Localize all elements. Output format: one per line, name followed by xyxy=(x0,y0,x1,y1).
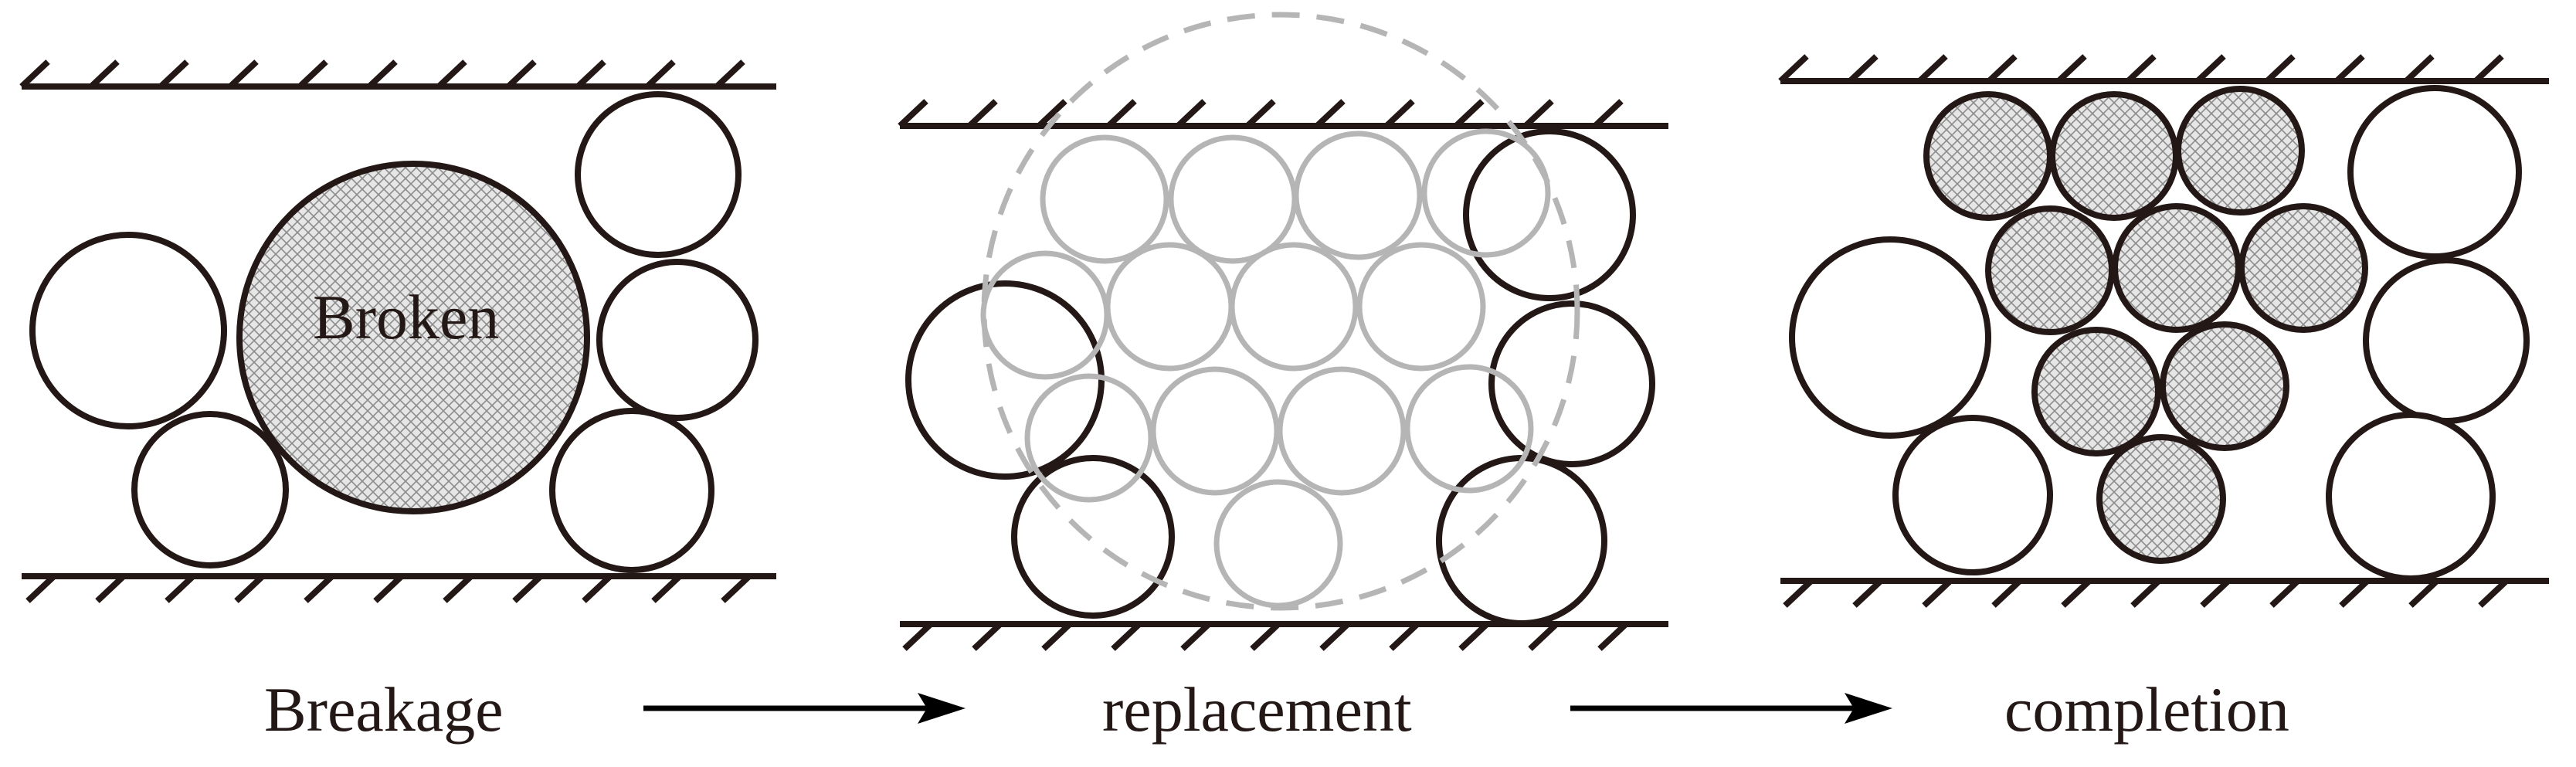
stage-label-breakage: Breakage xyxy=(264,674,504,745)
particles-3-fragments xyxy=(1923,86,2368,564)
fragments-2-ghost xyxy=(980,128,1551,609)
top-wall-2 xyxy=(898,99,1668,129)
particles-2-dark xyxy=(905,128,1655,626)
panel-breakage xyxy=(19,59,776,603)
stage-label-completion: completion xyxy=(2004,674,2289,745)
arrow-1 xyxy=(643,693,966,724)
top-wall-3 xyxy=(1778,54,2549,84)
arrow-2 xyxy=(1570,693,1892,724)
panel-completion xyxy=(1778,54,2549,608)
bottom-wall-3 xyxy=(1780,578,2549,608)
broken-label: Broken xyxy=(313,282,500,352)
bottom-wall-2 xyxy=(900,621,1668,651)
bottom-wall-1 xyxy=(22,573,776,603)
stage-label-replacement: replacement xyxy=(1102,674,1412,745)
panel-replacement xyxy=(898,12,1668,651)
broken-particle xyxy=(236,161,590,514)
top-wall-1 xyxy=(19,59,776,90)
particles-1 xyxy=(29,91,759,573)
particles-3-large xyxy=(1789,85,2530,582)
